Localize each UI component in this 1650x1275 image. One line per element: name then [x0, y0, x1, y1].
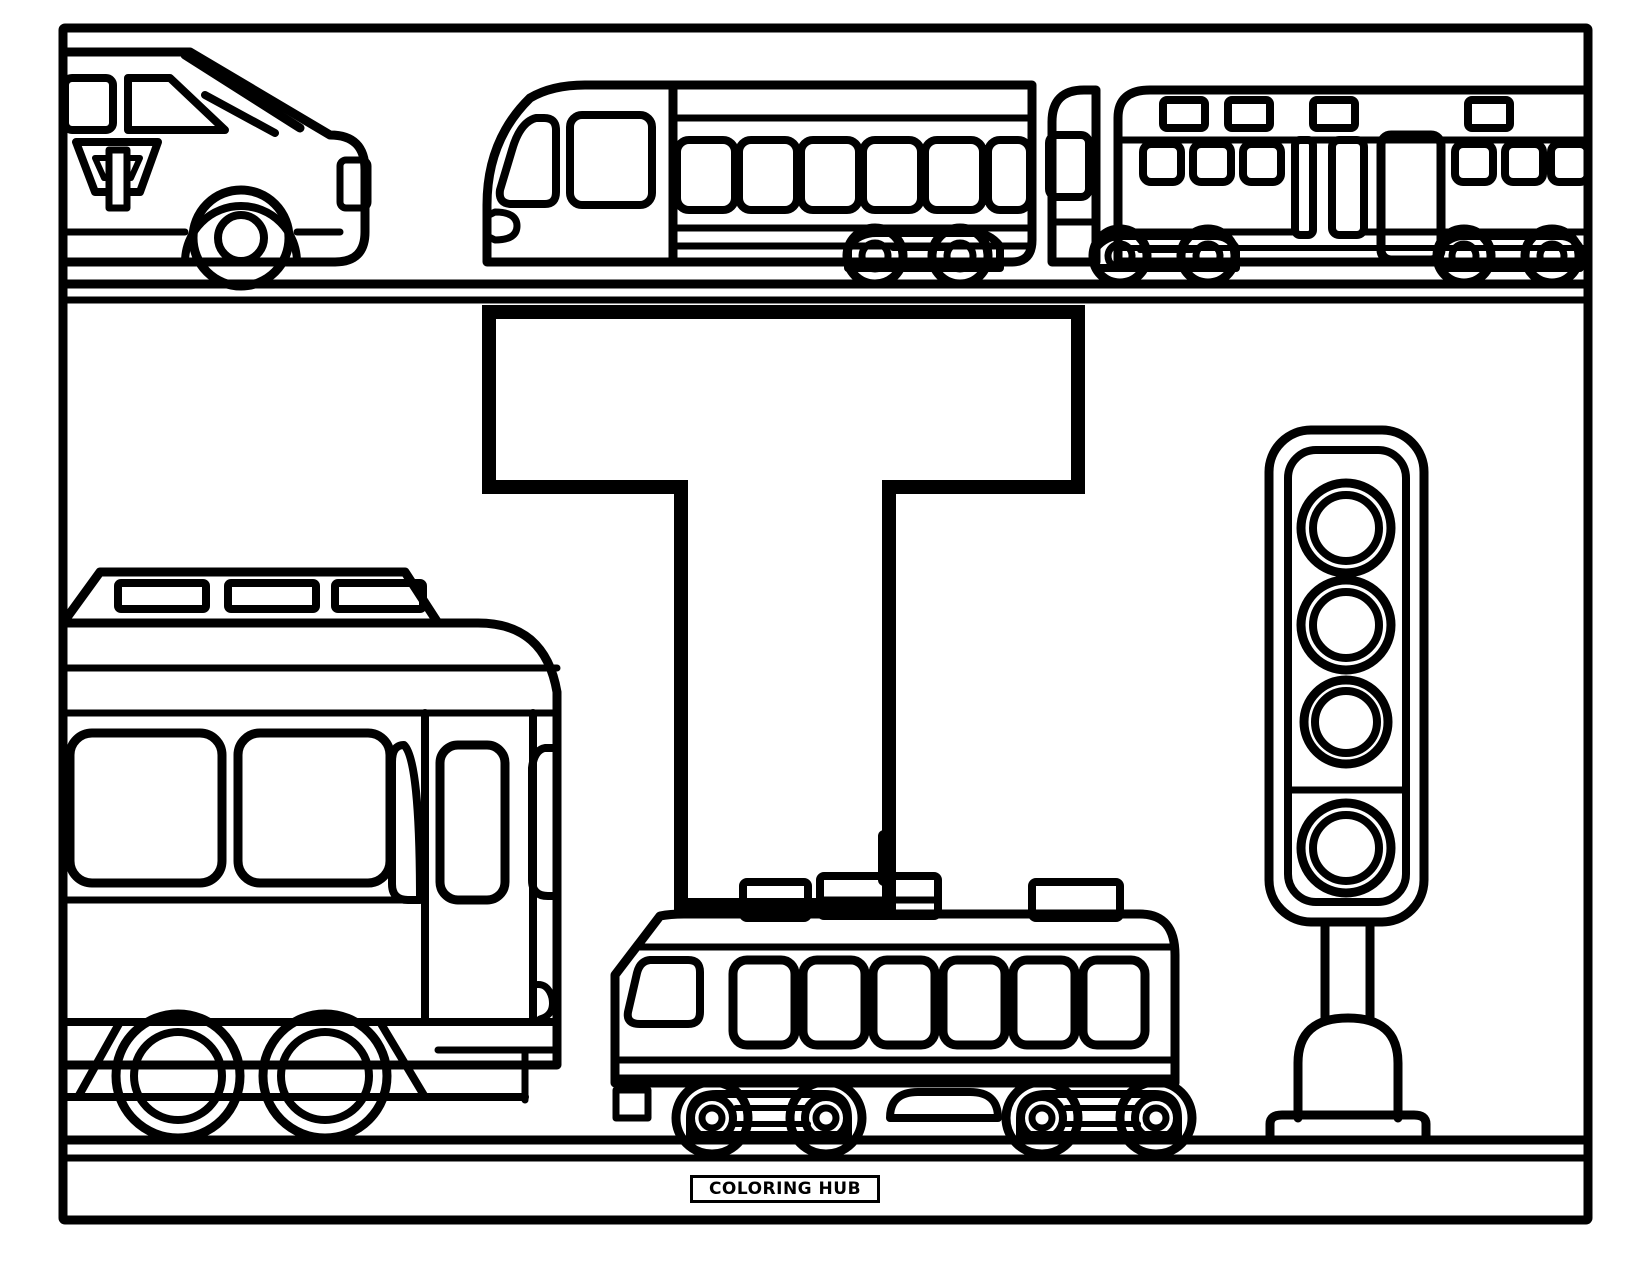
tram-car: [610, 830, 1197, 1159]
watermark-badge: COLORING HUB: [690, 1175, 880, 1203]
letter-t-outline: [482, 305, 1085, 912]
truck-t-emblem: [72, 138, 162, 212]
delivery-truck: [58, 47, 372, 291]
streetcar-trolley: [58, 567, 562, 1143]
commuter-train-car: [1045, 85, 1593, 288]
light-rail-tram: [482, 80, 1037, 289]
watermark-label: COLORING HUB: [708, 1178, 862, 1199]
traffic-light: [1264, 425, 1431, 1145]
